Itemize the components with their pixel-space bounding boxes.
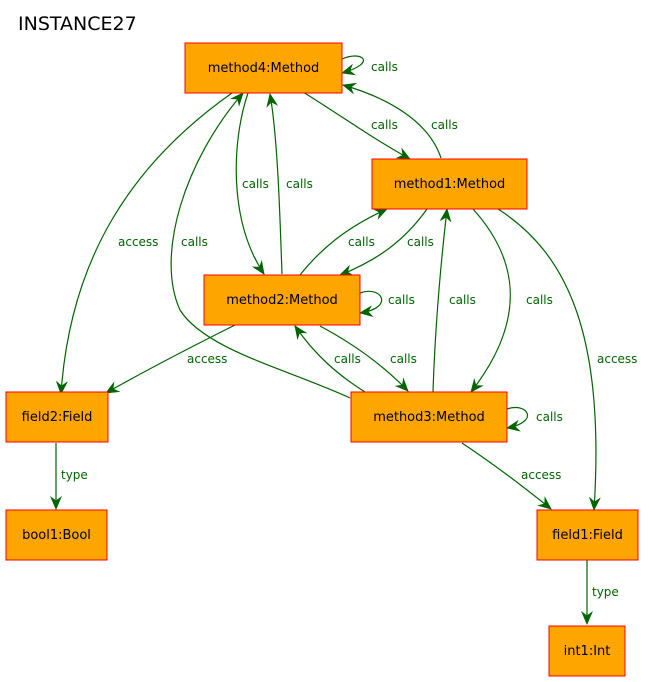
edge-line <box>339 208 428 276</box>
edge-method4-field2: access <box>55 92 233 395</box>
edge-label: calls <box>407 235 434 249</box>
node-box <box>5 509 108 561</box>
node-int1[interactable]: int1:Int <box>548 625 626 677</box>
edge-label: calls <box>286 177 313 191</box>
node-method4[interactable]: method4:Method <box>184 42 343 94</box>
edge-line <box>266 93 283 275</box>
edge-label: access <box>597 352 637 366</box>
edge-method4-method2: calls <box>235 92 269 275</box>
edge-label: calls <box>334 352 361 366</box>
edge-method1-field1: access <box>497 208 637 511</box>
edge-method3-method1: calls <box>432 208 476 393</box>
edge-label: access <box>521 468 561 482</box>
edge-line <box>341 55 364 76</box>
edge-line <box>497 208 601 511</box>
edge-layer: calls calls calls calls calls calls <box>50 55 637 625</box>
edge-method2-method4: calls <box>266 93 313 275</box>
node-box <box>536 509 639 561</box>
edge-label: calls <box>536 410 563 424</box>
edge-label: calls <box>371 118 398 132</box>
edge-method1-method3: calls <box>470 208 553 393</box>
edge-field1-int1: type <box>581 560 619 625</box>
node-label: method4:Method <box>208 61 320 76</box>
edge-method1-method4: calls <box>342 82 458 159</box>
diagram-title: INSTANCE27 <box>18 13 137 35</box>
edge-label: calls <box>371 60 398 74</box>
node-box <box>203 274 361 326</box>
edge-label: calls <box>449 293 476 307</box>
edge-field2-bool1: type <box>50 443 88 510</box>
edge-label: calls <box>181 235 208 249</box>
node-layer: method4:Method method1:Method method2:Me… <box>5 42 639 677</box>
node-box <box>184 42 343 94</box>
edge-line <box>294 325 366 393</box>
node-label: field1:Field <box>552 528 623 543</box>
edge-line <box>299 208 388 276</box>
edge-label: calls <box>526 293 553 307</box>
edge-label: calls <box>242 177 269 191</box>
edge-method3-method3: calls <box>506 407 563 432</box>
node-box <box>371 158 528 210</box>
edge-label: type <box>592 585 619 599</box>
edge-method2-field2: access <box>105 324 236 394</box>
edge-line <box>470 208 511 393</box>
edge-method4-method1: calls <box>302 91 411 160</box>
edge-line <box>506 407 529 432</box>
node-label: int1:Int <box>564 644 611 659</box>
node-method1[interactable]: method1:Method <box>371 158 528 210</box>
node-box <box>548 625 626 677</box>
node-label: method2:Method <box>226 293 338 308</box>
node-box <box>5 391 109 443</box>
edge-line <box>461 442 552 510</box>
edge-line <box>432 208 452 393</box>
node-field2[interactable]: field2:Field <box>5 391 109 443</box>
edge-label: calls <box>390 352 417 366</box>
edge-label: access <box>187 352 227 366</box>
edge-line <box>235 92 265 275</box>
node-label: bool1:Bool <box>22 528 91 543</box>
node-label: field2:Field <box>22 410 93 425</box>
edge-method3-method2: calls <box>294 325 366 393</box>
edge-label: calls <box>388 293 415 307</box>
edge-method2-method2: calls <box>359 290 415 318</box>
node-method2[interactable]: method2:Method <box>203 274 361 326</box>
edge-line <box>319 325 409 392</box>
edge-method3-method4: calls <box>170 92 351 399</box>
edge-line <box>342 82 442 159</box>
node-bool1[interactable]: bool1:Bool <box>5 509 108 561</box>
edge-method2-method3: calls <box>319 325 417 392</box>
edge-line <box>302 91 411 160</box>
edge-label: type <box>61 468 88 482</box>
node-field1[interactable]: field1:Field <box>536 509 639 561</box>
edge-method2-method1: calls <box>299 208 388 276</box>
node-label: method3:Method <box>373 410 485 425</box>
node-method3[interactable]: method3:Method <box>350 391 508 443</box>
node-box <box>350 391 508 443</box>
edge-line <box>105 324 236 394</box>
edge-method3-field1: access <box>461 442 561 510</box>
edge-method4-method4: calls <box>341 55 398 76</box>
edge-line <box>359 290 383 318</box>
edge-line <box>55 92 233 395</box>
edge-label: calls <box>348 235 375 249</box>
edge-label: calls <box>431 118 458 132</box>
node-label: method1:Method <box>394 177 506 192</box>
edge-method1-method2: calls <box>339 208 434 276</box>
edge-line <box>170 92 351 399</box>
edge-label: access <box>118 235 158 249</box>
